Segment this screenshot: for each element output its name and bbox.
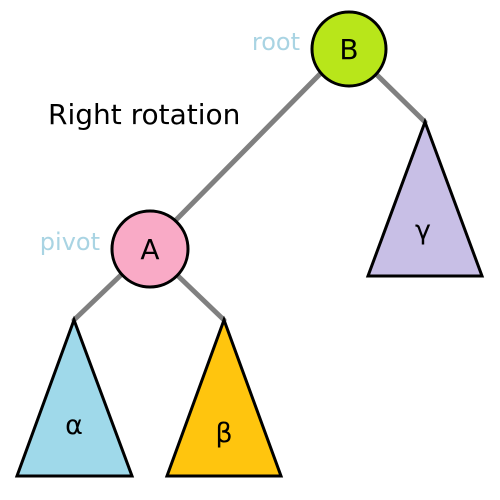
edges	[71, 71, 428, 323]
subtree-gamma-label: γ	[415, 215, 431, 246]
diagram-title: Right rotation	[48, 98, 240, 131]
subtree-beta-label: β	[215, 418, 232, 449]
node-a-circle	[110, 209, 190, 289]
node-b-label: B	[339, 33, 358, 66]
edge-a-alpha	[71, 271, 125, 323]
edge-b-a	[169, 71, 323, 227]
subtree-gamma: γ	[365, 117, 485, 278]
node-b: B	[310, 10, 388, 88]
pivot-annotation: pivot	[40, 228, 100, 256]
subtree-alpha-triangle	[14, 315, 135, 478]
root-annotation: root	[252, 28, 300, 56]
edge-b-gamma	[373, 71, 428, 125]
subtree-alpha-label: α	[65, 410, 83, 441]
subtree-beta: β	[164, 315, 284, 478]
subtree-beta-triangle	[164, 315, 284, 478]
node-a-label: A	[140, 233, 159, 266]
node-a: A	[110, 209, 190, 289]
edge-a-beta	[173, 271, 227, 323]
subtree-alpha: α	[14, 315, 135, 478]
subtree-gamma-triangle	[365, 117, 485, 278]
node-b-circle	[310, 10, 388, 88]
